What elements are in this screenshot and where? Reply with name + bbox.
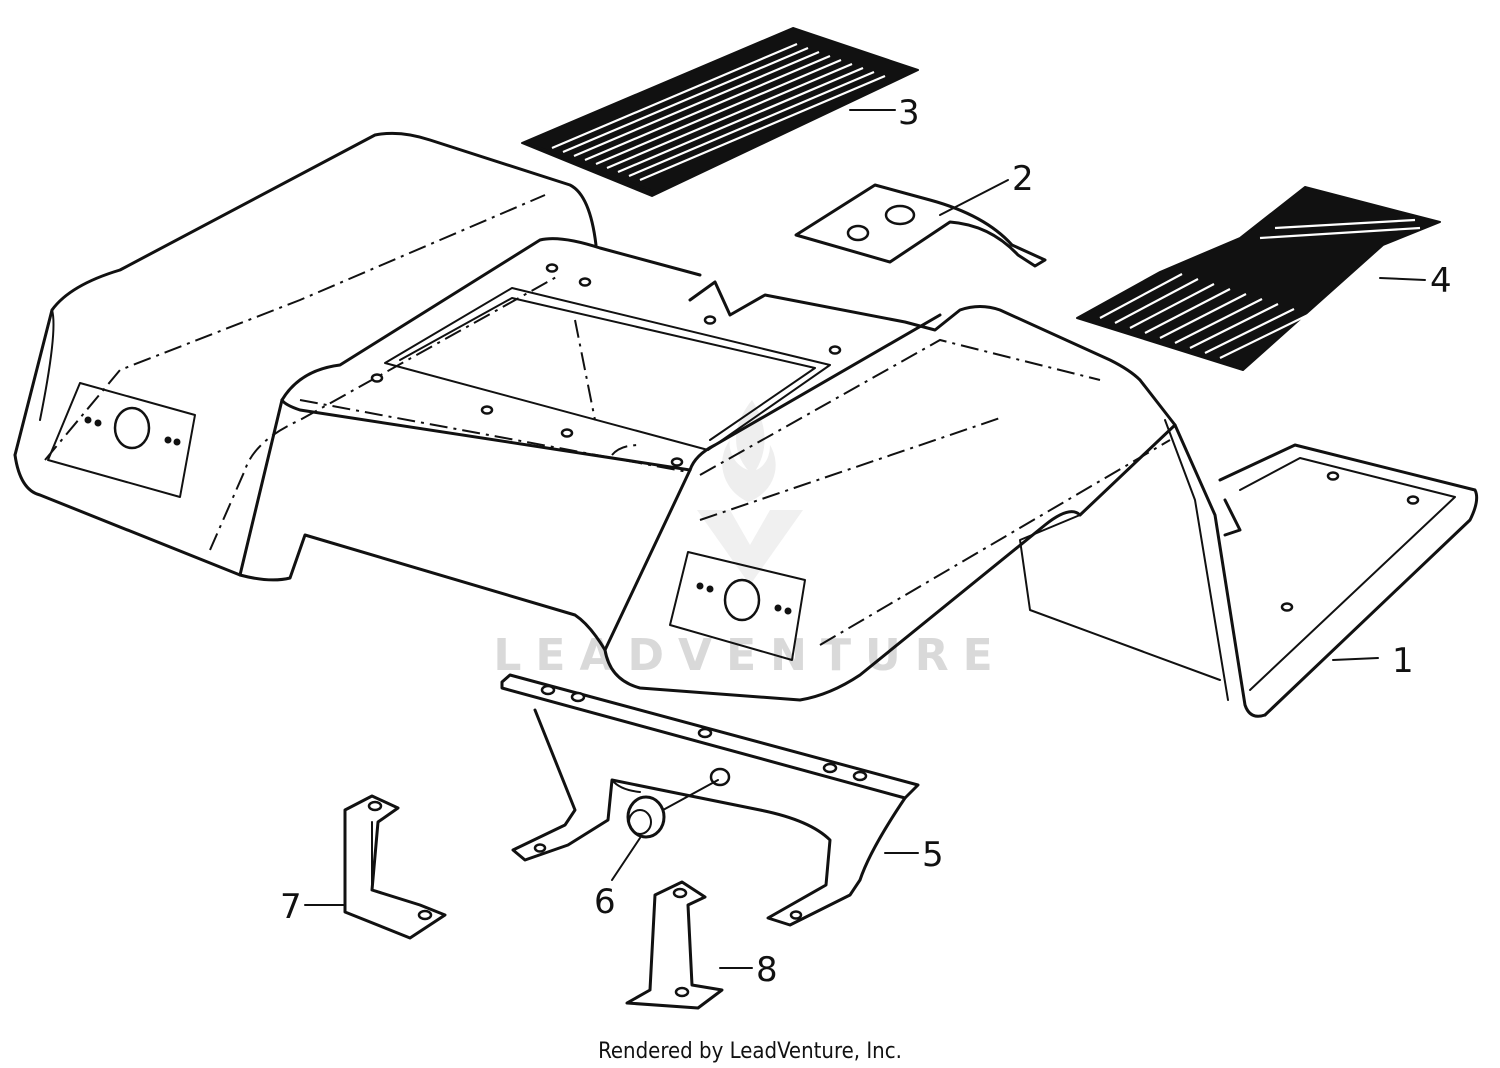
part-3-step-mat — [521, 27, 919, 197]
flame-v-logo-icon — [697, 400, 803, 585]
callout-8: 8 — [756, 950, 778, 990]
callout-7: 7 — [280, 887, 302, 927]
callout-3: 3 — [898, 93, 920, 133]
footer-credit: Rendered by LeadVenture, Inc. — [598, 1039, 902, 1064]
callout-5: 5 — [922, 835, 944, 875]
part-2-bracket — [794, 183, 1047, 268]
leader-lines — [304, 109, 1426, 969]
part-4-step-mat — [1076, 186, 1441, 371]
callout-6: 6 — [594, 882, 616, 922]
callout-2: 2 — [1012, 159, 1034, 199]
part-1-fender — [13, 131, 1479, 718]
part-5-hitch-plate — [500, 673, 920, 927]
callouts: 1 2 3 4 5 6 7 8 — [280, 93, 1452, 990]
watermark-text: LEADVENTURE — [493, 630, 1006, 681]
part-7-bracket — [343, 794, 447, 940]
callout-4: 4 — [1430, 261, 1452, 301]
part-8-bracket — [625, 880, 724, 1010]
part-6-grommet — [626, 779, 719, 839]
watermark: LEADVENTURE — [493, 400, 1006, 681]
callout-1: 1 — [1392, 641, 1414, 681]
